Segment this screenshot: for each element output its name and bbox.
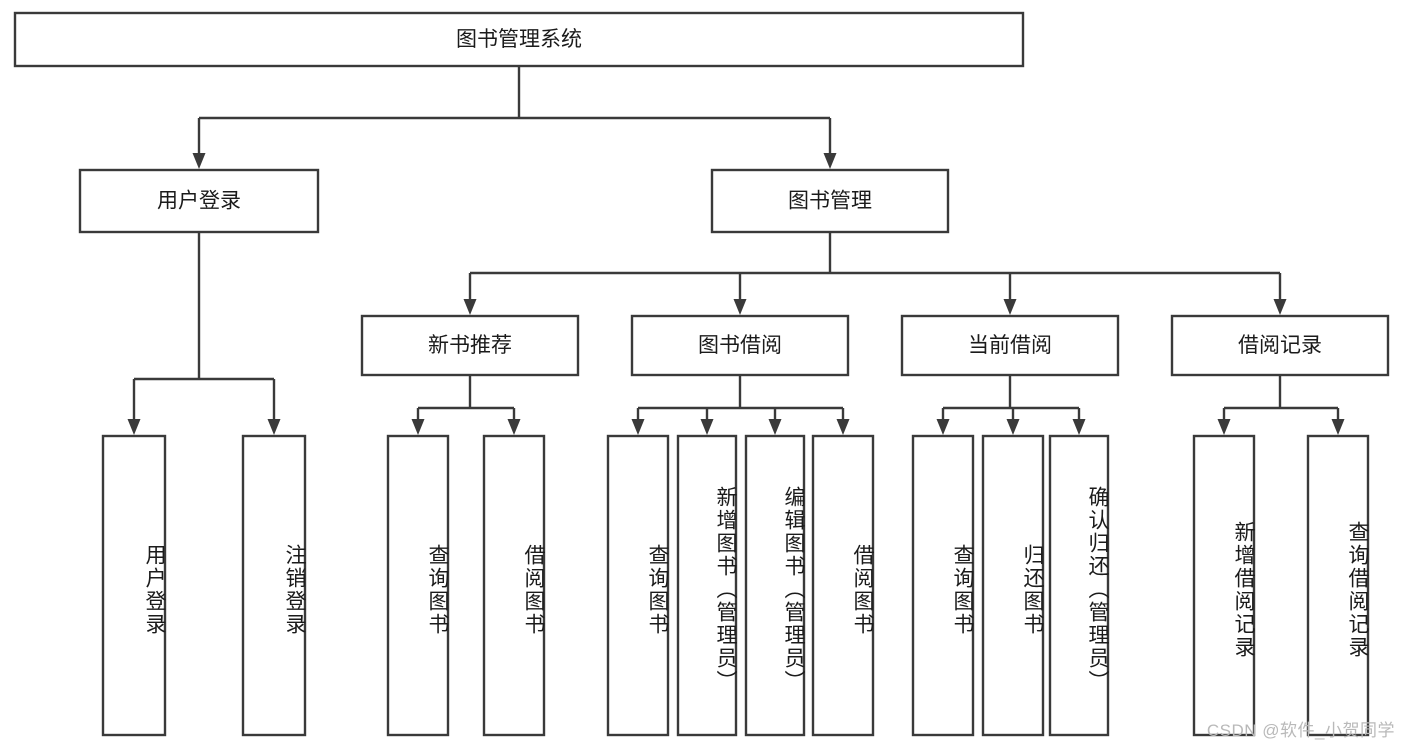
- arrow-head-icon: [1217, 419, 1231, 435]
- arrow-head-icon: [1072, 419, 1086, 435]
- node-box-leaf-user-login[interactable]: [101, 434, 167, 737]
- arrow-head-icon: [836, 419, 850, 435]
- arrow-head-icon: [192, 153, 206, 169]
- arrow-head-icon: [631, 419, 645, 435]
- node-box-leaf-add-record[interactable]: [1192, 434, 1256, 737]
- node-box-leaf-return-book[interactable]: [981, 434, 1045, 737]
- node-box-leaf-query-book-3[interactable]: [911, 434, 975, 737]
- node-label-user-login: 用户登录: [157, 190, 241, 213]
- node-box-leaf-query-book-2[interactable]: [606, 434, 670, 737]
- arrow-head-icon: [1003, 299, 1017, 315]
- node-box-book-borrow[interactable]: [630, 314, 850, 377]
- arrow-head-icon: [411, 419, 425, 435]
- node-label-new-book-rec: 新书推荐: [428, 334, 512, 357]
- arrow-head-icon: [507, 419, 521, 435]
- arrow-head-icon: [768, 419, 782, 435]
- node-box-borrow-record[interactable]: [1170, 314, 1390, 377]
- arrow-head-icon: [267, 419, 281, 435]
- arrow-head-icon: [127, 419, 141, 435]
- node-box-leaf-logout[interactable]: [241, 434, 307, 737]
- node-label-book-borrow: 图书借阅: [698, 334, 782, 357]
- arrow-head-icon: [936, 419, 950, 435]
- node-box-leaf-add-book[interactable]: [676, 434, 738, 737]
- watermark-text: CSDN @软件_小贺同学: [1206, 721, 1395, 740]
- node-box-leaf-borrow-book-2[interactable]: [811, 434, 875, 737]
- node-box-user-login[interactable]: [78, 168, 320, 234]
- arrow-head-icon: [1273, 299, 1287, 315]
- arrow-head-icon: [733, 299, 747, 315]
- node-label-root: 图书管理系统: [456, 28, 582, 51]
- node-box-layer: [13, 11, 1390, 737]
- arrow-head-icon: [1006, 419, 1020, 435]
- node-box-leaf-confirm-return[interactable]: [1048, 434, 1110, 737]
- connector-layer: [127, 66, 1345, 435]
- node-box-book-manage[interactable]: [710, 168, 950, 234]
- node-box-leaf-edit-book[interactable]: [744, 434, 806, 737]
- node-label-current-borrow: 当前借阅: [968, 334, 1052, 357]
- node-box-root[interactable]: [13, 11, 1025, 68]
- node-box-leaf-borrow-book-1[interactable]: [482, 434, 546, 737]
- node-box-current-borrow[interactable]: [900, 314, 1120, 377]
- arrow-head-icon: [463, 299, 477, 315]
- node-label-book-manage: 图书管理: [788, 190, 872, 213]
- arrow-head-icon: [1331, 419, 1345, 435]
- arrow-head-icon: [823, 153, 837, 169]
- node-box-leaf-query-book-1[interactable]: [386, 434, 450, 737]
- node-box-new-book-rec[interactable]: [360, 314, 580, 377]
- arrow-head-icon: [700, 419, 714, 435]
- node-box-leaf-query-record[interactable]: [1306, 434, 1370, 737]
- node-label-borrow-record: 借阅记录: [1238, 334, 1322, 357]
